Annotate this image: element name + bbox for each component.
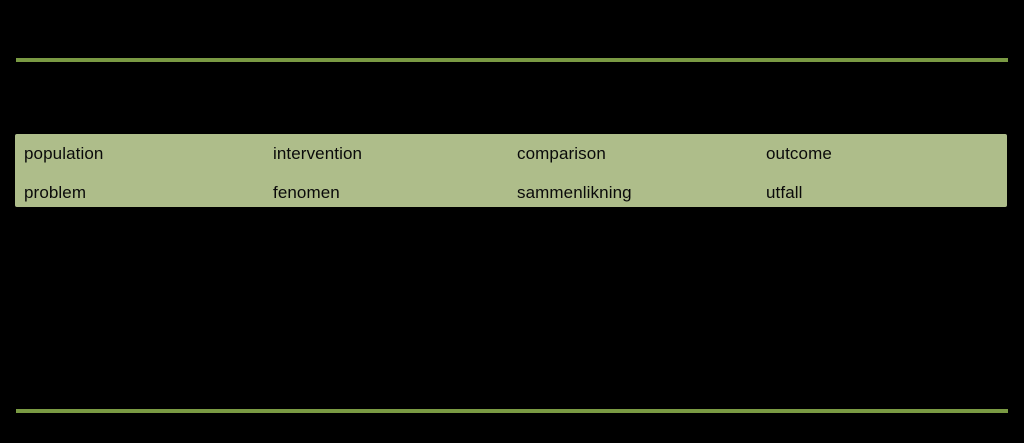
pico-term-intervention-no: fenomen <box>273 183 340 202</box>
top-divider-rule <box>16 58 1008 62</box>
table-row-norwegian: problem fenomen sammenlikning utfall <box>15 173 1007 212</box>
pico-term-comparison-en: comparison <box>517 144 606 163</box>
pico-term-outcome-no: utfall <box>766 183 803 202</box>
pico-term-intervention-en: intervention <box>273 144 363 163</box>
pico-table-panel: population intervention comparison outco… <box>15 134 1007 207</box>
pico-term-comparison-no: sammenlikning <box>517 183 632 202</box>
pico-term-population-no: problem <box>24 183 87 202</box>
table-row-english: population intervention comparison outco… <box>15 134 1007 173</box>
bottom-divider-rule <box>16 409 1008 413</box>
pico-term-population-en: population <box>24 144 104 163</box>
pico-term-outcome-en: outcome <box>766 144 832 163</box>
